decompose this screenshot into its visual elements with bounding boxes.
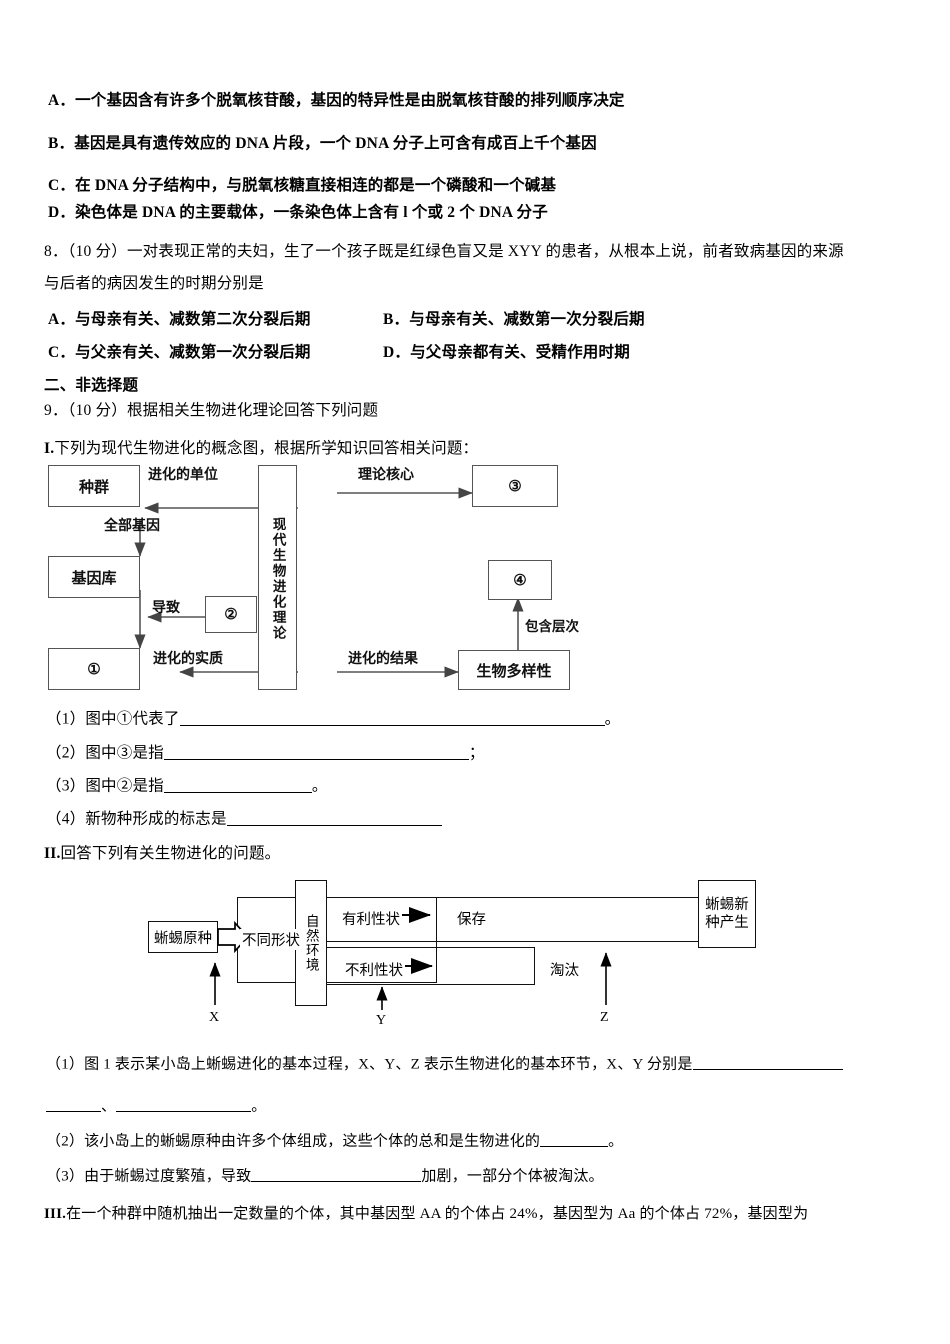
fig2-box-original-species: 蜥蜴原种 <box>148 921 218 953</box>
q7-option-b: B．基因是具有遗传效应的 DNA 片段，一个 DNA 分子上可含有成百上千个基因 <box>48 135 597 152</box>
q9-p2-sub-3-text: （3）由于蜥蜴过度繁殖，导致 <box>46 1168 252 1185</box>
q9-sub-3: （3）图中②是指 。 <box>46 777 328 796</box>
fig1-label-result-of-evolution: 进化的结果 <box>348 652 418 667</box>
fig2-box-new-species: 蜥蜴新种产生 <box>698 880 756 948</box>
fig2-mark-x: X <box>209 1010 220 1025</box>
q9-sub-2-prefix: （2）图中③是指 <box>46 744 164 762</box>
q9-p2-sub-2-end: 。 <box>608 1133 624 1150</box>
fig1-box-biodiversity: 生物多样性 <box>458 650 570 690</box>
fig2-mark-z: Z <box>600 1010 609 1025</box>
fig1-box-node1: ① <box>48 648 140 690</box>
fig1-box-node4: ④ <box>488 560 552 600</box>
q9-sub-1-blank[interactable] <box>179 710 605 726</box>
q9-part-1-heading: I.下列为现代生物进化的概念图，根据所学知识回答相关问题： <box>44 440 478 459</box>
q9-sub-2-blank[interactable] <box>163 744 469 760</box>
fig2-label-favorable-trait: 有利性状 <box>340 908 402 929</box>
q9-p2-sub-2: （2）该小岛上的蜥蜴原种由许多个体组成，这些个体的总和是生物进化的 。 <box>46 1132 623 1150</box>
fig1-label-leads-to: 导致 <box>152 601 180 616</box>
fig2-label-different-forms: 不同形状 <box>240 929 302 950</box>
q9-p2-sub-1-line2: 、。 <box>46 1097 266 1115</box>
q9-sub-3-blank[interactable] <box>163 777 312 793</box>
figure-evolution-concept-map: 种群 基因库 ① ② 现代生物进化理论 ③ ④ 生物多样性 进化的单位 全部基因… <box>40 455 579 703</box>
part-3-label: III. <box>44 1206 67 1222</box>
fig1-box-node2: ② <box>205 596 257 633</box>
part-2-label: II. <box>44 845 61 862</box>
q7-option-d: D．染色体是 DNA 的主要载体，一条染色体上含有 l 个或 2 个 DNA 分… <box>48 204 548 221</box>
q9-sub-3-suffix: 。 <box>311 777 328 795</box>
q9-p2-sub-3-end: 加剧，一部分个体被淘汰。 <box>421 1168 604 1185</box>
fig1-box-population: 种群 <box>48 465 140 507</box>
fig2-label-unfavorable-trait: 不利性状 <box>343 959 405 980</box>
part-1-text: 下列为现代生物进化的概念图，根据所学知识回答相关问题： <box>54 440 479 457</box>
q9-p2-sub-3: （3）由于蜥蜴过度繁殖，导致 加剧，一部分个体被淘汰。 <box>46 1167 604 1185</box>
fig1-box-node3: ③ <box>472 465 558 507</box>
q9-p2-sub-2-text: （2）该小岛上的蜥蜴原种由许多个体组成，这些个体的总和是生物进化的 <box>46 1133 541 1150</box>
fig1-label-unit-of-evolution: 进化的单位 <box>148 468 218 483</box>
fig2-label-eliminated: 淘汰 <box>548 959 581 980</box>
q9-sub-2: （2）图中③是指 ； <box>46 744 485 763</box>
q9-p2-sub-1-blank3[interactable] <box>116 1097 252 1113</box>
part-3-text: 在一个种群中随机抽出一定数量的个体，其中基因型 AA 的个体占 24%，基因型为… <box>66 1206 809 1222</box>
q8-option-a: A．与母亲有关、减数第二次分裂后期 <box>48 311 311 328</box>
q8-stem-line1: 8．（10 分）一对表现正常的夫妇，生了一个孩子既是红绿色盲又是 XYY 的患者… <box>44 243 844 260</box>
q9-part-3-heading: III.在一个种群中随机抽出一定数量的个体，其中基因型 AA 的个体占 24%，… <box>44 1205 808 1223</box>
q9-p2-sub-1-join: 、 <box>101 1098 117 1115</box>
q8-stem-line2: 与后者的病因发生的时期分别是 <box>44 275 264 292</box>
fig2-mark-y: Y <box>376 1013 387 1028</box>
part-1-label: I. <box>44 440 55 457</box>
q8-option-b: B．与母亲有关、减数第一次分裂后期 <box>383 311 645 328</box>
q7-option-a: A．一个基因含有许多个脱氧核苷酸，基因的特异性是由脱氧核苷酸的排列顺序决定 <box>48 92 625 109</box>
q9-sub-4-blank[interactable] <box>226 810 442 826</box>
q7-option-c: C．在 DNA 分子结构中，与脱氧核糖直接相连的都是一个磷酸和一个碱基 <box>48 177 557 194</box>
q8-option-c: C．与父亲有关、减数第一次分裂后期 <box>48 344 311 361</box>
q9-p2-sub-2-blank[interactable] <box>540 1132 609 1148</box>
q9-stem: 9．（10 分）根据相关生物进化理论回答下列问题 <box>44 402 379 419</box>
q9-p2-sub-3-blank[interactable] <box>251 1167 422 1183</box>
fig1-label-all-genes: 全部基因 <box>104 519 160 534</box>
q8-option-d: D．与父母亲都有关、受精作用时期 <box>383 344 630 361</box>
fig2-box-natural-environment: 自然环境 <box>295 880 327 1006</box>
fig1-box-gene-pool: 基因库 <box>48 556 140 598</box>
q9-sub-1-prefix: （1）图中①代表了 <box>46 710 180 728</box>
fig2-connectors <box>209 907 612 1010</box>
q9-sub-2-suffix: ； <box>468 744 485 762</box>
q9-p2-sub-1-text: （1）图 1 表示某小岛上蜥蜴进化的基本过程，X、Y、Z 表示生物进化的基本环节… <box>46 1056 693 1073</box>
q9-p2-sub-1-blank2[interactable] <box>46 1097 101 1113</box>
section-2-title: 二、非选择题 <box>44 377 139 394</box>
q9-p2-sub-1-end: 。 <box>251 1098 267 1115</box>
q9-part-2-heading: II.回答下列有关生物进化的问题。 <box>44 845 280 864</box>
fig2-label-preserved: 保存 <box>455 908 488 929</box>
part-2-text: 回答下列有关生物进化的问题。 <box>60 845 281 862</box>
q9-sub-1-suffix: 。 <box>604 710 621 728</box>
fig1-label-contains-levels: 包含层次 <box>525 619 579 634</box>
q9-sub-1: （1）图中①代表了 。 <box>46 710 620 729</box>
figure-lizard-evolution-flow: 自然环境 蜥蜴原种 蜥蜴新种产生 <box>140 875 790 1040</box>
q9-p2-sub-1-line1: （1）图 1 表示某小岛上蜥蜴进化的基本过程，X、Y、Z 表示生物进化的基本环节… <box>46 1055 843 1073</box>
fig1-box-center-theory: 现代生物进化理论 <box>258 465 297 690</box>
q9-sub-4-prefix: （4）新物种形成的标志是 <box>46 810 227 828</box>
q9-p2-sub-1-blank1[interactable] <box>692 1055 843 1071</box>
q9-sub-4: （4）新物种形成的标志是 <box>46 810 442 829</box>
q9-sub-3-prefix: （3）图中②是指 <box>46 777 164 795</box>
fig2-box-new-species-label: 蜥蜴新种产生 <box>705 896 749 931</box>
fig1-label-essence-of-evolution: 进化的实质 <box>153 652 223 667</box>
fig1-label-theory-core: 理论核心 <box>358 468 414 483</box>
